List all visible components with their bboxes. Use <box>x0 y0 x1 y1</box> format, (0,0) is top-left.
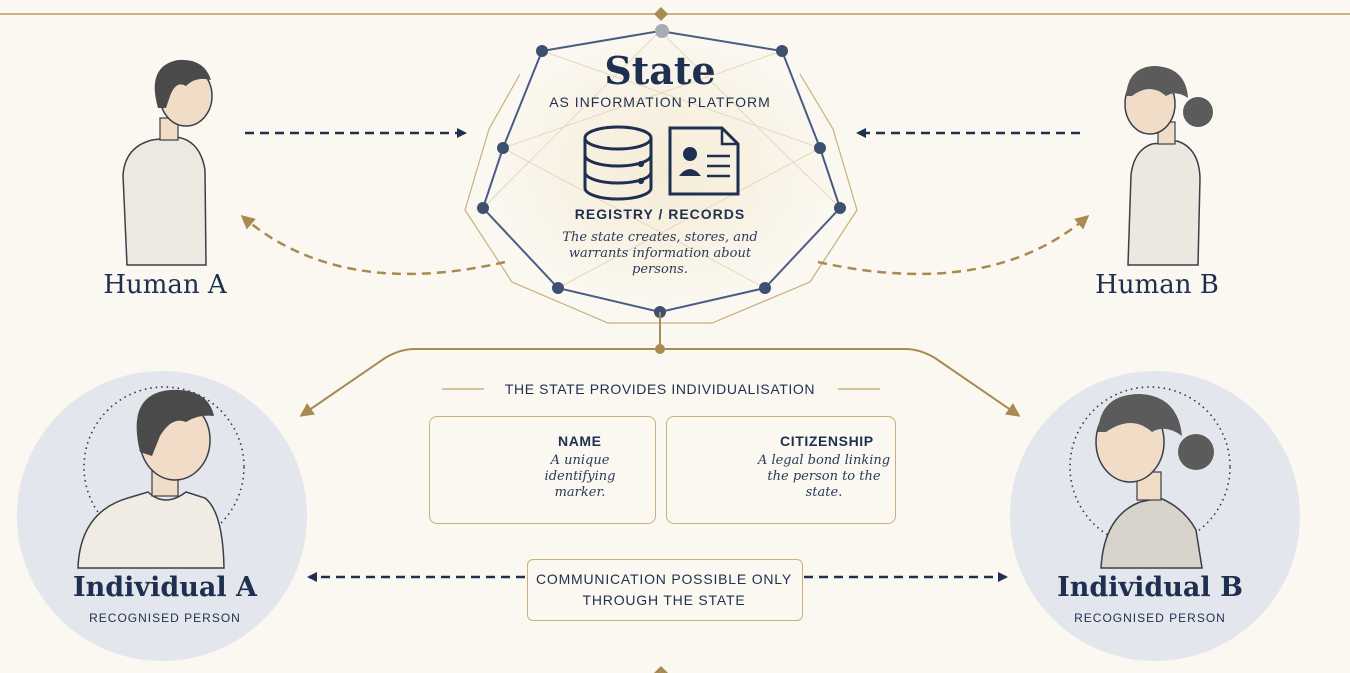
individual-b-name: Individual B <box>1057 572 1243 603</box>
individual-a-name: Individual A <box>73 572 257 603</box>
individual-b-figure <box>1010 371 1300 661</box>
registry-description: The state creates, stores, and warrants … <box>562 230 758 277</box>
human-a-figure <box>122 59 213 266</box>
name-card-description: A unique identifying marker. <box>544 453 616 500</box>
citizenship-card-description: A legal bond linking the person to the s… <box>757 453 891 500</box>
branch-connector <box>299 312 1021 417</box>
name-card-title: NAME <box>558 433 602 449</box>
human-a-label: Human A <box>103 270 227 300</box>
citizenship-card-title: CITIZENSHIP <box>780 433 874 449</box>
top-rule <box>0 7 1350 21</box>
state-subtitle: AS INFORMATION PLATFORM <box>549 94 771 110</box>
communication-box <box>527 559 803 621</box>
arrow-state-to-human-b <box>817 215 1090 276</box>
individual-a-subtitle: RECOGNISED PERSON <box>89 611 241 625</box>
human-b-label: Human B <box>1095 270 1219 300</box>
state-network <box>464 24 858 324</box>
id-document-icon <box>668 126 740 196</box>
arrow-state-to-human-a <box>240 215 506 276</box>
human-b-figure <box>1124 66 1213 266</box>
name-card: NAME A unique identifying marker. <box>429 416 656 524</box>
citizenship-card: CITIZENSHIP A legal bond linking the per… <box>666 416 896 524</box>
individual-b-subtitle: RECOGNISED PERSON <box>1074 611 1226 625</box>
communication-text: COMMUNICATION POSSIBLE ONLY THROUGH THE … <box>535 571 792 608</box>
individual-a-figure <box>17 371 307 661</box>
individualisation-title: THE STATE PROVIDES INDIVIDUALISATION <box>504 381 816 397</box>
bottom-ornament <box>654 666 668 673</box>
registry-label: REGISTRY / RECORDS <box>574 206 746 222</box>
state-title: State <box>604 48 716 93</box>
database-icon <box>583 125 653 201</box>
